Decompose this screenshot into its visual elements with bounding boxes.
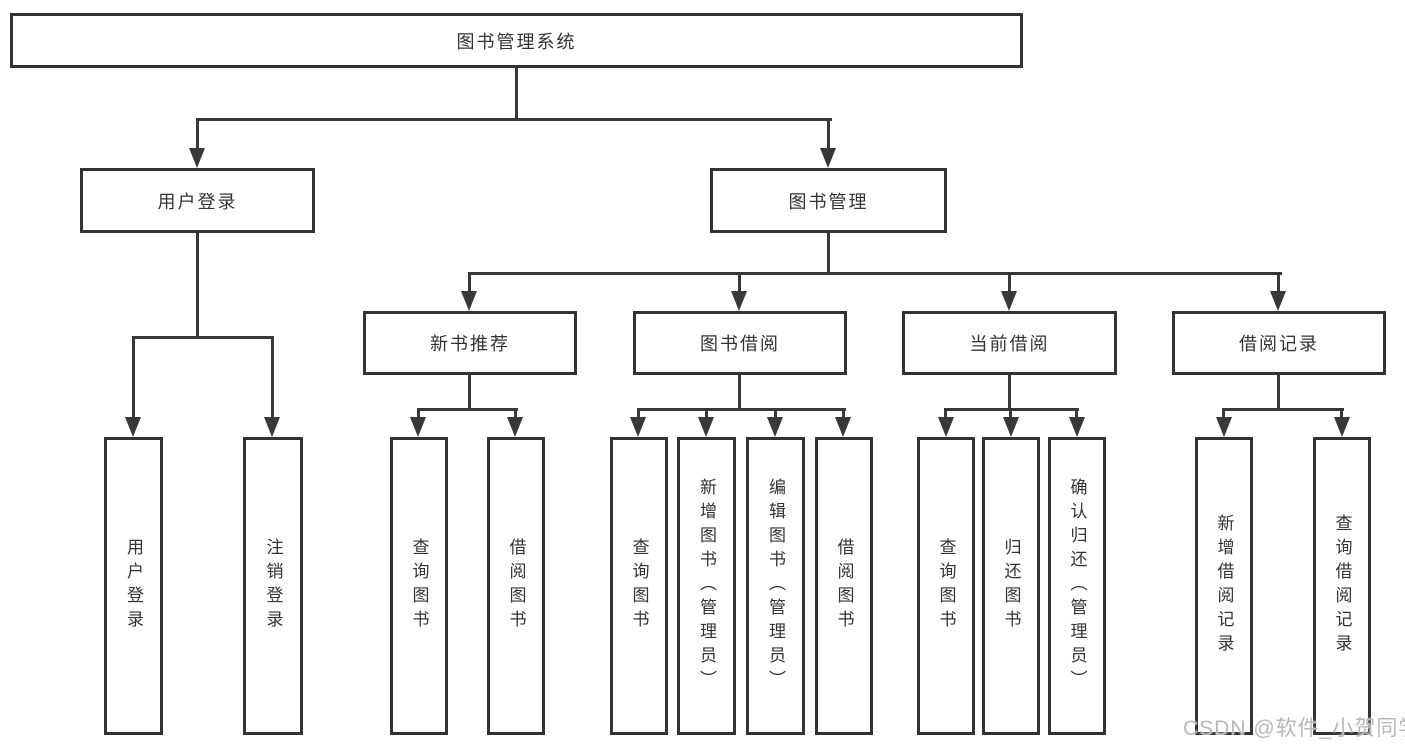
node-current-borrowing: 当前借阅: [902, 311, 1117, 375]
node-label: 编辑图书（管理员）: [766, 478, 785, 694]
arrow-down-icon: [1334, 417, 1350, 437]
arrow-down-icon: [1003, 417, 1019, 437]
arrow-down-icon: [1216, 417, 1232, 437]
node-label: 新增图书（管理员）: [697, 478, 716, 694]
arrow-down-icon: [264, 417, 280, 437]
connector-line: [842, 408, 845, 419]
connector-line: [638, 408, 846, 411]
arrow-down-icon: [1069, 417, 1085, 437]
arrow-down-icon: [410, 417, 426, 437]
leaf-query-books-borrow: 查询图书: [610, 437, 668, 735]
leaf-query-books-current: 查询图书: [917, 437, 975, 735]
arrow-down-icon: [767, 417, 783, 437]
node-book-borrowing: 图书借阅: [633, 311, 847, 375]
connector-line: [1009, 408, 1012, 419]
connector-line: [1008, 272, 1011, 292]
arrow-down-icon: [189, 148, 205, 168]
node-label: 归还图书: [1001, 538, 1021, 634]
node-book-management: 图书管理: [710, 168, 947, 233]
node-label: 图书管理系统: [456, 31, 577, 52]
arrow-down-icon: [1001, 291, 1017, 311]
node-user-login: 用户登录: [80, 168, 315, 233]
arrow-down-icon: [938, 417, 954, 437]
connector-line: [1222, 408, 1344, 411]
node-label: 查询图书: [936, 538, 956, 634]
connector-line: [1277, 272, 1280, 292]
node-label: 用户登录: [157, 191, 238, 212]
connector-line: [944, 408, 947, 419]
node-label: 确认归还（管理员）: [1067, 478, 1087, 694]
arrow-down-icon: [125, 417, 141, 437]
connector-line: [774, 408, 777, 419]
arrow-down-icon: [820, 148, 836, 168]
connector-line: [1340, 408, 1343, 419]
node-label: 当前借阅: [969, 334, 1050, 354]
connector-line: [132, 336, 274, 339]
node-label: 用户登录: [124, 538, 143, 634]
leaf-user-login: 用户登录: [104, 437, 163, 735]
connector-line: [468, 375, 471, 408]
watermark: CSDN @软件_小贺同学: [1183, 717, 1405, 740]
node-label: 查询图书: [629, 538, 649, 634]
leaf-borrow-books-recommend: 借阅图书: [487, 437, 545, 735]
connector-line: [417, 408, 518, 411]
connector-line: [271, 336, 274, 419]
arrow-down-icon: [1270, 291, 1286, 311]
connector-line: [1075, 408, 1078, 419]
connector-line: [468, 272, 471, 292]
arrow-down-icon: [630, 417, 646, 437]
leaf-query-books-recommend: 查询图书: [390, 437, 448, 735]
leaf-return-books: 归还图书: [982, 437, 1040, 735]
connector-line: [417, 408, 420, 419]
node-borrowing-records: 借阅记录: [1172, 311, 1386, 375]
node-library-management-system: 图书管理系统: [10, 13, 1023, 68]
node-new-book-recommend: 新书推荐: [363, 311, 577, 375]
node-label: 新书推荐: [430, 334, 510, 354]
leaf-add-books-admin: 新增图书（管理员）: [677, 437, 736, 735]
connector-line: [1222, 408, 1225, 419]
connector-line: [1008, 375, 1011, 408]
connector-line: [468, 272, 1282, 275]
connector-line: [738, 272, 741, 292]
connector-line: [738, 375, 741, 408]
leaf-logout: 注销登录: [243, 437, 303, 735]
connector-line: [132, 336, 135, 419]
arrow-down-icon: [507, 417, 523, 437]
node-label: 借阅图书: [834, 538, 854, 634]
connector-line: [827, 233, 830, 272]
leaf-query-borrow-record: 查询借阅记录: [1313, 437, 1371, 735]
connector-line: [637, 408, 640, 419]
arrow-down-icon: [731, 291, 747, 311]
connector-line: [196, 118, 199, 149]
node-label: 借阅记录: [1239, 334, 1319, 354]
connector-line: [196, 233, 199, 336]
leaf-add-borrow-record: 新增借阅记录: [1195, 437, 1253, 735]
node-label: 查询借阅记录: [1332, 514, 1352, 658]
connector-line: [1277, 375, 1280, 408]
leaf-edit-books-admin: 编辑图书（管理员）: [746, 437, 805, 735]
node-label: 图书管理: [788, 191, 869, 212]
node-label: 借阅图书: [506, 538, 526, 634]
leaf-confirm-return-admin: 确认归还（管理员）: [1048, 437, 1106, 735]
connector-line: [705, 408, 708, 419]
arrow-down-icon: [835, 417, 851, 437]
connector-line: [196, 118, 832, 121]
leaf-borrow-books-borrow: 借阅图书: [815, 437, 873, 735]
node-label: 新增借阅记录: [1214, 514, 1234, 658]
node-label: 图书借阅: [700, 334, 780, 354]
node-label: 查询图书: [409, 538, 429, 634]
arrow-down-icon: [461, 291, 477, 311]
connector-line: [827, 118, 830, 149]
arrow-down-icon: [698, 417, 714, 437]
node-label: 注销登录: [263, 538, 283, 634]
connector-line: [515, 68, 518, 118]
connector-line: [514, 408, 517, 419]
